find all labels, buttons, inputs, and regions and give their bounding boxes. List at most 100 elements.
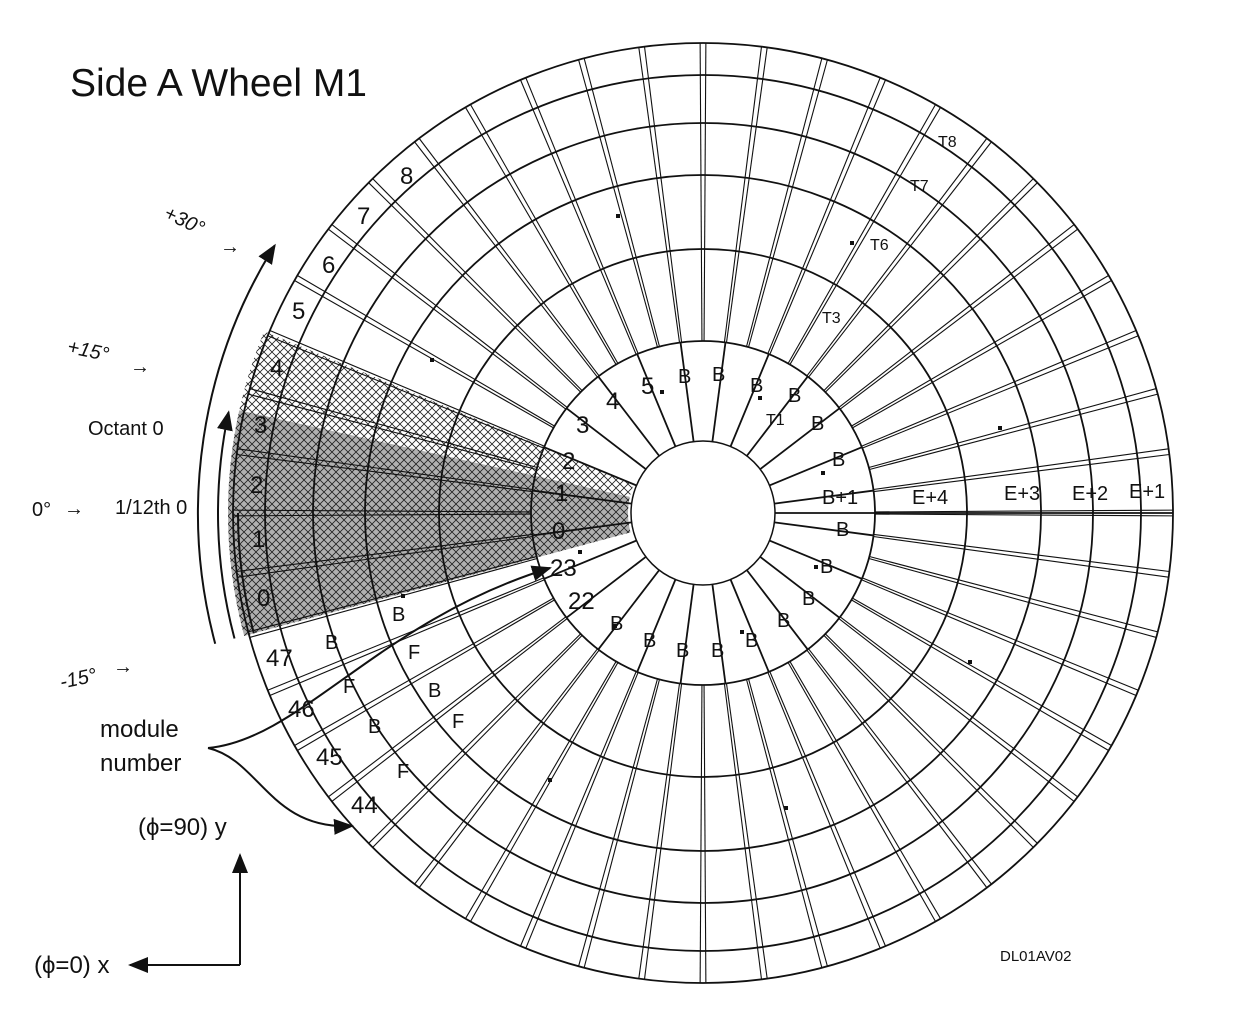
mark-dot	[784, 806, 788, 810]
wheel-spoke	[874, 513, 1173, 517]
sector-letter: B	[777, 610, 791, 632]
wheel-spoke	[852, 597, 1112, 746]
mark-dot	[430, 358, 434, 362]
wheel-spoke	[725, 47, 768, 343]
inner-spoke	[565, 556, 647, 619]
wheel-spoke	[861, 329, 1137, 447]
wheel-spoke	[643, 683, 683, 980]
wheel-spoke	[372, 634, 583, 848]
module-number: 4	[270, 355, 284, 382]
wheel-spoke	[237, 535, 533, 578]
twelfth-label: 1/12th 0	[115, 497, 188, 519]
sector-letter: B	[788, 385, 802, 407]
octant-label: Octant 0	[88, 418, 164, 440]
module-number: 8	[400, 163, 414, 190]
wheel-spoke	[873, 453, 1170, 493]
wheel-spoke	[418, 138, 600, 377]
inner-spoke	[774, 489, 874, 505]
wheel-spoke	[868, 388, 1157, 468]
wheel-spoke	[249, 388, 538, 468]
hatch-pattern	[228, 513, 631, 636]
wheel-spoke	[643, 46, 683, 343]
wheel-spoke	[806, 138, 988, 377]
inner-spoke	[746, 375, 809, 457]
wheel-spoke	[787, 662, 936, 922]
wheel-spoke	[861, 579, 1137, 697]
inner-spoke	[759, 407, 841, 470]
arc-30	[197, 243, 276, 644]
wheel-spoke	[789, 661, 941, 919]
wheel-spoke	[748, 678, 828, 967]
wheel-spoke	[236, 533, 533, 573]
sector-letter: T1	[766, 412, 785, 429]
sector-letter: F	[452, 711, 465, 733]
wheel-spoke	[789, 107, 941, 365]
wheel-spoke	[470, 104, 619, 364]
module-number: 5	[292, 298, 306, 325]
y-axis-label: (ϕ=90) y	[138, 814, 227, 841]
wheel-spoke	[839, 228, 1078, 410]
inner-spoke	[543, 539, 637, 580]
inner-spoke	[711, 342, 727, 442]
inner-spoke	[532, 489, 632, 505]
mark-dot	[814, 565, 818, 569]
module-number: 2	[250, 472, 264, 499]
inner-spoke	[769, 446, 863, 487]
sector-letter: B	[325, 632, 339, 654]
arrow-right-icon: →	[113, 656, 133, 678]
inner-spoke	[729, 353, 770, 447]
wheel-spoke	[269, 579, 545, 697]
arc-15	[217, 410, 236, 639]
callout-23	[207, 565, 552, 749]
wheel-spoke	[297, 275, 555, 427]
angle-arcs	[197, 243, 276, 644]
module-number: 44	[351, 792, 378, 819]
sector-letter: B	[832, 449, 846, 471]
wheel-spoke	[294, 597, 554, 746]
module-callouts	[207, 214, 1002, 835]
wheel-spoke	[862, 335, 1139, 449]
wheel-spoke	[823, 634, 1034, 848]
sector-letter: B	[428, 680, 442, 702]
wheel-spoke	[414, 648, 598, 885]
sector-letter: B	[368, 716, 382, 738]
inner-spoke	[532, 521, 632, 537]
wheel-spoke	[851, 599, 1109, 751]
sector-letter: B	[836, 519, 850, 541]
sector-letter: B	[820, 556, 834, 578]
wheel-spoke	[745, 58, 823, 347]
module-number: 3	[576, 412, 590, 439]
wheel-spoke	[328, 616, 567, 798]
inner-spoke	[679, 342, 695, 442]
wheel-spoke	[862, 577, 1139, 691]
wheel-spoke	[838, 618, 1075, 802]
drawing-id: DL01AV02	[1000, 948, 1072, 965]
wheel-spoke	[248, 393, 537, 471]
wheel-spoke	[368, 182, 582, 393]
wheel-spokes	[233, 43, 1173, 983]
wheel-spoke	[233, 509, 532, 513]
wheel-spoke	[638, 47, 681, 343]
sector-letter: B	[392, 604, 406, 626]
sector-letter: B	[745, 630, 759, 652]
wheel-spoke	[874, 509, 1173, 513]
inner-spoke	[597, 375, 660, 457]
inner-spoke	[711, 584, 727, 684]
wheel-spoke	[873, 535, 1169, 578]
wheel-spoke	[869, 555, 1158, 633]
module-number: 7	[357, 203, 371, 230]
arrow-right-icon: →	[220, 236, 240, 258]
sector-letter: B	[711, 640, 725, 662]
module-number: 45	[316, 744, 343, 771]
wheel-spoke	[873, 448, 1169, 491]
module-number: 0	[257, 585, 271, 612]
inner-spoke	[769, 539, 863, 580]
wheel-spoke	[808, 141, 992, 378]
sector-letter: T3	[822, 310, 841, 327]
wheel-spoke	[525, 672, 639, 949]
module-number: 0	[552, 518, 566, 545]
mark-dot	[968, 660, 972, 664]
wheel-spoke	[233, 513, 532, 517]
wheel-spoke	[824, 633, 1038, 844]
